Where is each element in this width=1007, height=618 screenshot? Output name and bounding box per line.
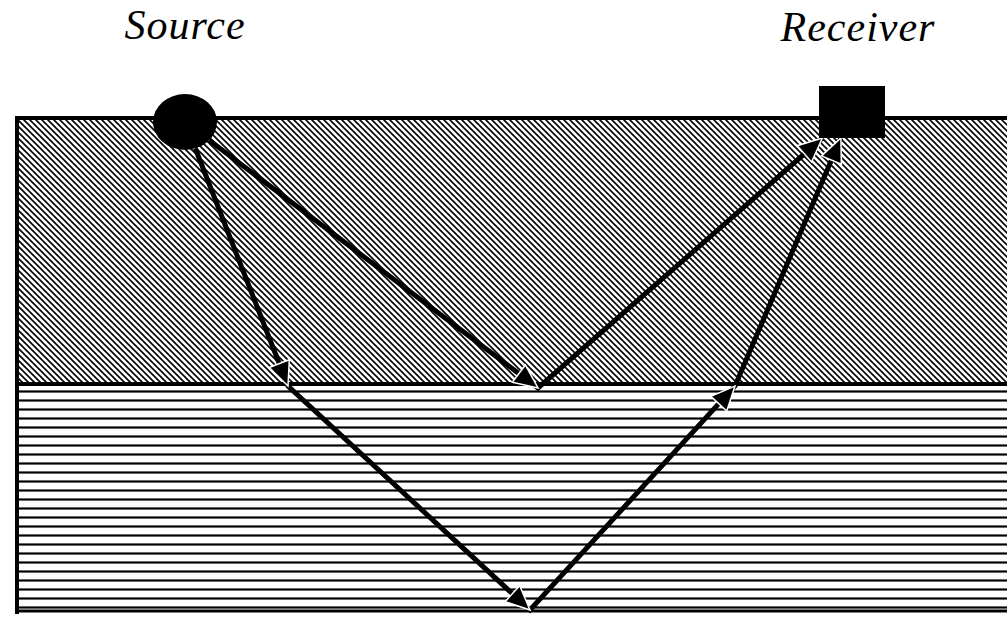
- upper-layer: [17, 118, 1007, 383]
- node-label: Receiver: [777, 2, 940, 52]
- receiver-node: Receiver: [777, 2, 940, 138]
- receiver-symbol: [819, 86, 885, 138]
- source-symbol: [153, 94, 217, 150]
- section-edge: [15, 116, 19, 614]
- ray-line: [195, 138, 841, 610]
- ray-arrowhead: [797, 138, 822, 162]
- ray-arrowhead: [505, 586, 530, 610]
- node-label: Source: [120, 0, 249, 50]
- source-node: Source: [120, 0, 249, 150]
- lower-layer: [17, 385, 1007, 610]
- ray-arrowhead: [822, 138, 842, 164]
- ray-path: [195, 138, 841, 610]
- bottom-line: [15, 610, 1007, 613]
- ray-line: [209, 138, 822, 388]
- ray-arrowhead: [269, 360, 289, 386]
- ray-arrowhead: [512, 365, 538, 388]
- ray-arrowhead: [711, 386, 735, 411]
- interface-line: [15, 382, 1007, 386]
- ray-path: [209, 138, 822, 388]
